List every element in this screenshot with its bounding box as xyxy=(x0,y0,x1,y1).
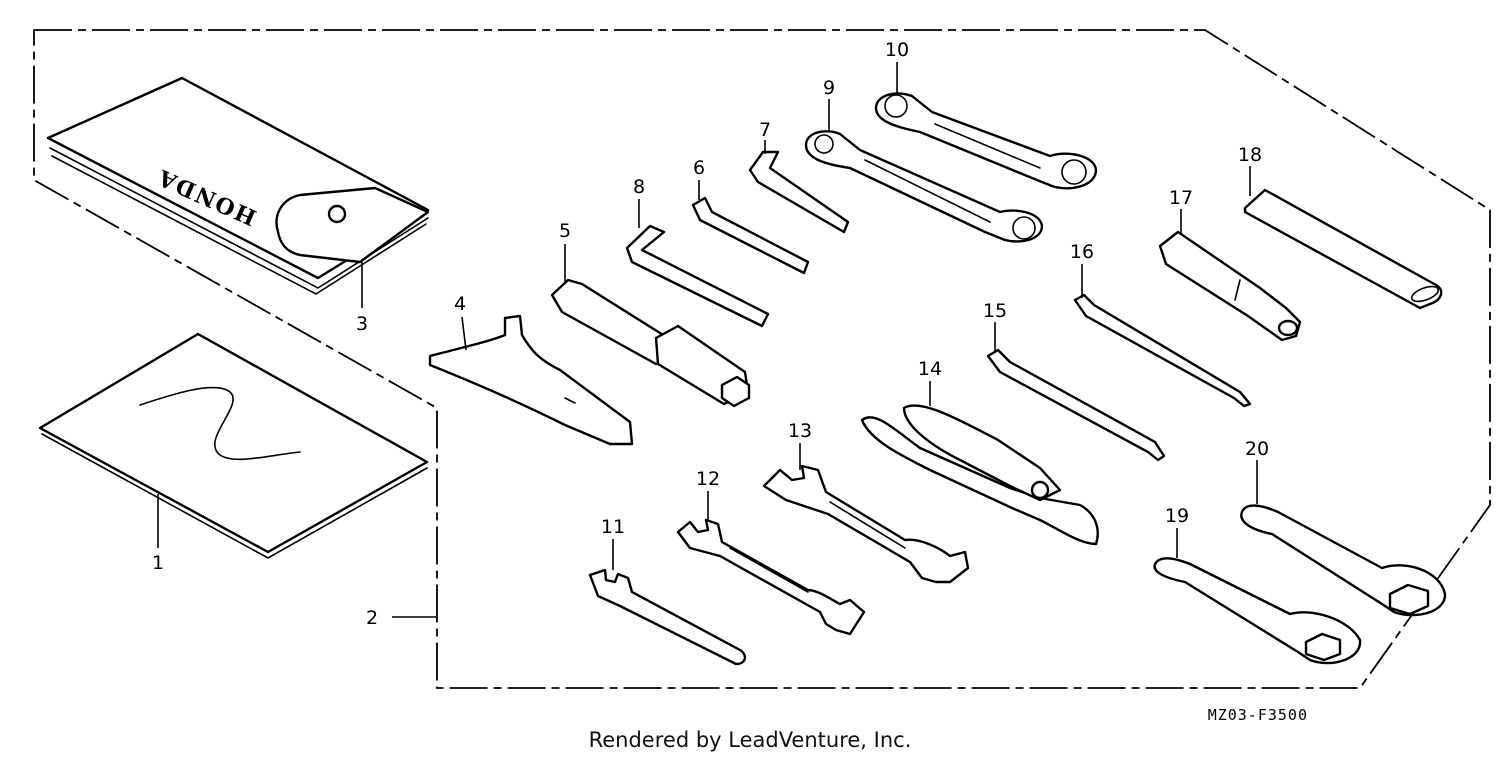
hex-wrench-6 xyxy=(691,196,810,275)
callout-11: 11 xyxy=(601,516,625,538)
open-end-wrench-13 xyxy=(762,464,970,584)
spark-plug-wrench xyxy=(550,278,751,408)
open-end-wrench-11 xyxy=(588,568,747,666)
kit-boundary-dashed xyxy=(33,29,1491,689)
box-wrench-20 xyxy=(1240,504,1447,617)
box-wrench-19 xyxy=(1153,557,1362,665)
pliers xyxy=(860,404,1099,546)
hex-wrench-8 xyxy=(625,224,770,328)
callout-16: 16 xyxy=(1070,241,1094,263)
callout-5: 5 xyxy=(559,220,571,242)
callout-13: 13 xyxy=(788,420,812,442)
box-wrench-10 xyxy=(874,92,1098,190)
callout-17: 17 xyxy=(1169,187,1193,209)
callout-18: 18 xyxy=(1238,144,1262,166)
callout-10: 10 xyxy=(885,39,909,61)
owners-manual xyxy=(38,332,429,559)
box-wrench-9 xyxy=(804,130,1044,243)
rendered-by-credit: Rendered by LeadVenture, Inc. xyxy=(588,728,912,752)
open-end-wrench-12 xyxy=(676,518,866,636)
callout-8: 8 xyxy=(633,176,645,198)
callout-2: 2 xyxy=(366,607,378,629)
callout-7: 7 xyxy=(759,119,771,141)
tool-pouch: HONDA xyxy=(46,76,430,295)
extension-bar xyxy=(1243,188,1443,310)
callout-20: 20 xyxy=(1245,438,1269,460)
screwdriver-16 xyxy=(1073,293,1252,408)
callout-4: 4 xyxy=(454,293,466,315)
screwdriver-handle xyxy=(1158,230,1302,342)
callout-numbers: 1 2 3 4 5 6 7 8 9 10 11 12 13 14 15 16 1… xyxy=(152,39,1269,629)
callout-9: 9 xyxy=(823,77,835,99)
figure-code: MZ03-F3500 xyxy=(1208,706,1308,724)
callout-3: 3 xyxy=(356,313,368,335)
tool-kit-diagram: HONDA xyxy=(33,29,1491,724)
leader-lines xyxy=(157,62,1258,618)
pin-spanner xyxy=(428,314,634,446)
callout-15: 15 xyxy=(983,300,1007,322)
callout-19: 19 xyxy=(1165,505,1189,527)
screwdriver-15 xyxy=(986,348,1166,462)
callout-1: 1 xyxy=(152,552,164,574)
callout-14: 14 xyxy=(918,358,942,380)
callout-6: 6 xyxy=(693,157,705,179)
callout-12: 12 xyxy=(696,468,720,490)
